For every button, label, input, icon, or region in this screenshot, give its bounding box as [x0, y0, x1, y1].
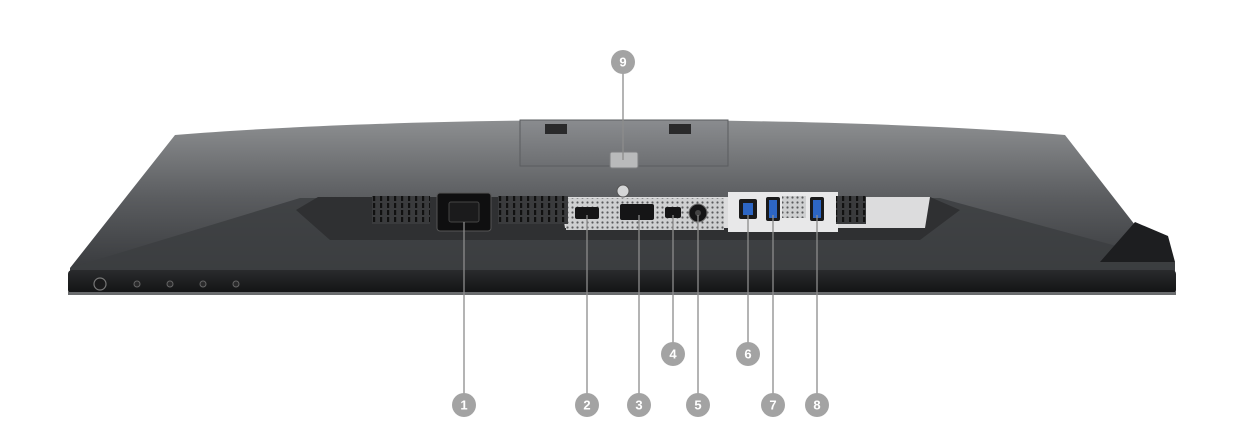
- callout-label: 8: [813, 398, 820, 413]
- center-vent: [498, 196, 568, 224]
- callout-label: 4: [669, 347, 677, 362]
- callout-label: 2: [583, 398, 590, 413]
- hdmi-port-icon: [575, 207, 599, 219]
- callout-label: 7: [769, 398, 776, 413]
- menu-button-icon: [133, 280, 141, 288]
- power-button-icon: [93, 277, 107, 291]
- callout-label: 5: [694, 398, 701, 413]
- front-bezel: [68, 270, 1176, 294]
- callout-3: 3: [627, 393, 651, 417]
- menu-button-icon: [199, 280, 207, 288]
- callout-badges: 9 1 2 3 4 5 6 7: [452, 50, 829, 417]
- leader-lines: [463, 73, 818, 395]
- callout-6: 6: [736, 342, 760, 366]
- io-bay: [296, 184, 960, 240]
- callout-4: 4: [661, 342, 685, 366]
- menu-button-icon: [166, 280, 174, 288]
- callout-7: 7: [761, 393, 785, 417]
- control-buttons: [93, 277, 240, 291]
- callout-9: 9: [611, 50, 635, 74]
- callout-label: 1: [460, 398, 467, 413]
- left-vent: [372, 196, 430, 224]
- callout-8: 8: [805, 393, 829, 417]
- vesa-mount-plate: [519, 119, 729, 169]
- right-vent: [836, 196, 866, 224]
- lock-slot-icon: [616, 184, 630, 198]
- callout-2: 2: [575, 393, 599, 417]
- displayport-icon: [620, 204, 654, 220]
- callout-5: 5: [686, 393, 710, 417]
- callout-label: 6: [744, 347, 751, 362]
- callout-label: 3: [635, 398, 642, 413]
- callout-1: 1: [452, 393, 476, 417]
- mini-displayport-icon: [665, 207, 681, 218]
- menu-button-icon: [232, 280, 240, 288]
- callout-label: 9: [619, 55, 626, 70]
- stand-release-latch: [609, 151, 639, 169]
